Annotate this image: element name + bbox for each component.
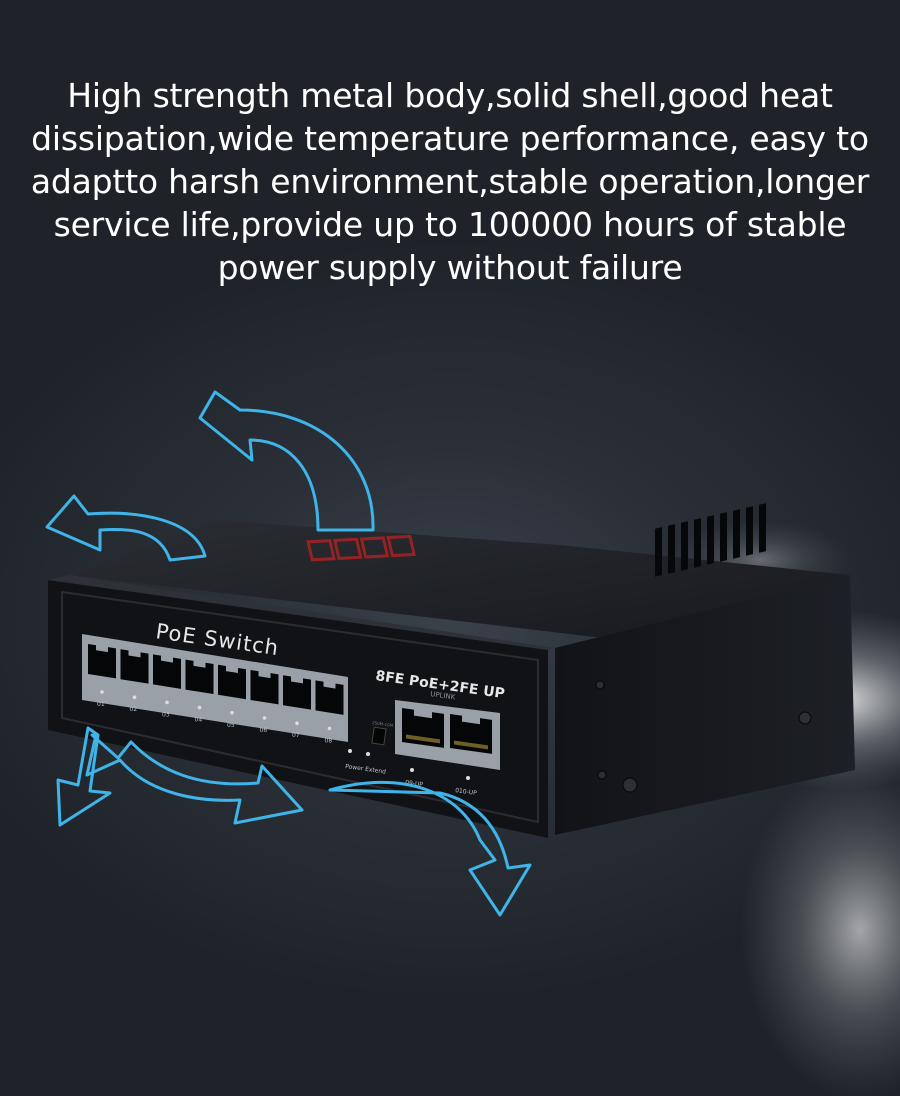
port-label: 02 [130, 706, 138, 713]
device-side [555, 575, 855, 835]
port-label: 07 [292, 732, 300, 739]
port-label: 08 [325, 737, 333, 744]
ethernet-port-icon [283, 674, 311, 710]
port-label: 06 [260, 727, 268, 734]
switch-small-label: 250M-10M [372, 720, 394, 728]
device-top [70, 520, 850, 640]
port-label: 04 [195, 717, 203, 724]
ethernet-port-icon [185, 658, 214, 695]
uplink-label: UPLINK [430, 690, 456, 701]
heat-flow-arrow-icon [45, 494, 207, 562]
port-label: 05 [227, 722, 235, 729]
power-extend-switch [371, 726, 387, 746]
port-led [295, 721, 299, 725]
uplink-port-label-2: 010-UP [455, 787, 478, 797]
headline-text: High strength metal body,solid shell,goo… [30, 76, 870, 287]
uplink-port-label-1: 09-UP [405, 779, 424, 788]
port-led [262, 716, 267, 720]
port-led [100, 690, 104, 694]
port-label: 01 [97, 701, 105, 708]
ethernet-port-icon [218, 664, 246, 700]
port-led [197, 705, 202, 710]
heat-flow-arrow-icon [198, 390, 375, 532]
vent-slots [655, 503, 766, 577]
brand-logo-icon [306, 534, 416, 562]
ethernet-port-icon [315, 679, 344, 715]
port-led [132, 695, 137, 699]
port-label: 03 [162, 711, 170, 718]
heat-flow-arrow-icon [56, 726, 112, 827]
poe-ports [88, 643, 344, 715]
port-led [230, 711, 234, 715]
ethernet-port-icon [450, 713, 492, 754]
port-led [327, 726, 332, 731]
ethernet-port-icon [153, 653, 181, 689]
ethernet-port-icon [88, 643, 116, 679]
ethernet-port-icon [120, 648, 149, 684]
heat-flow-arrow-icon [328, 780, 532, 917]
heat-flow-arrows [45, 390, 532, 917]
port-led [165, 700, 169, 705]
heat-flow-arrow-icon [85, 733, 304, 825]
screw-icon [595, 680, 812, 793]
ethernet-port-icon [250, 669, 279, 705]
uplink-ports [395, 700, 500, 770]
ethernet-port-icon [402, 707, 444, 748]
